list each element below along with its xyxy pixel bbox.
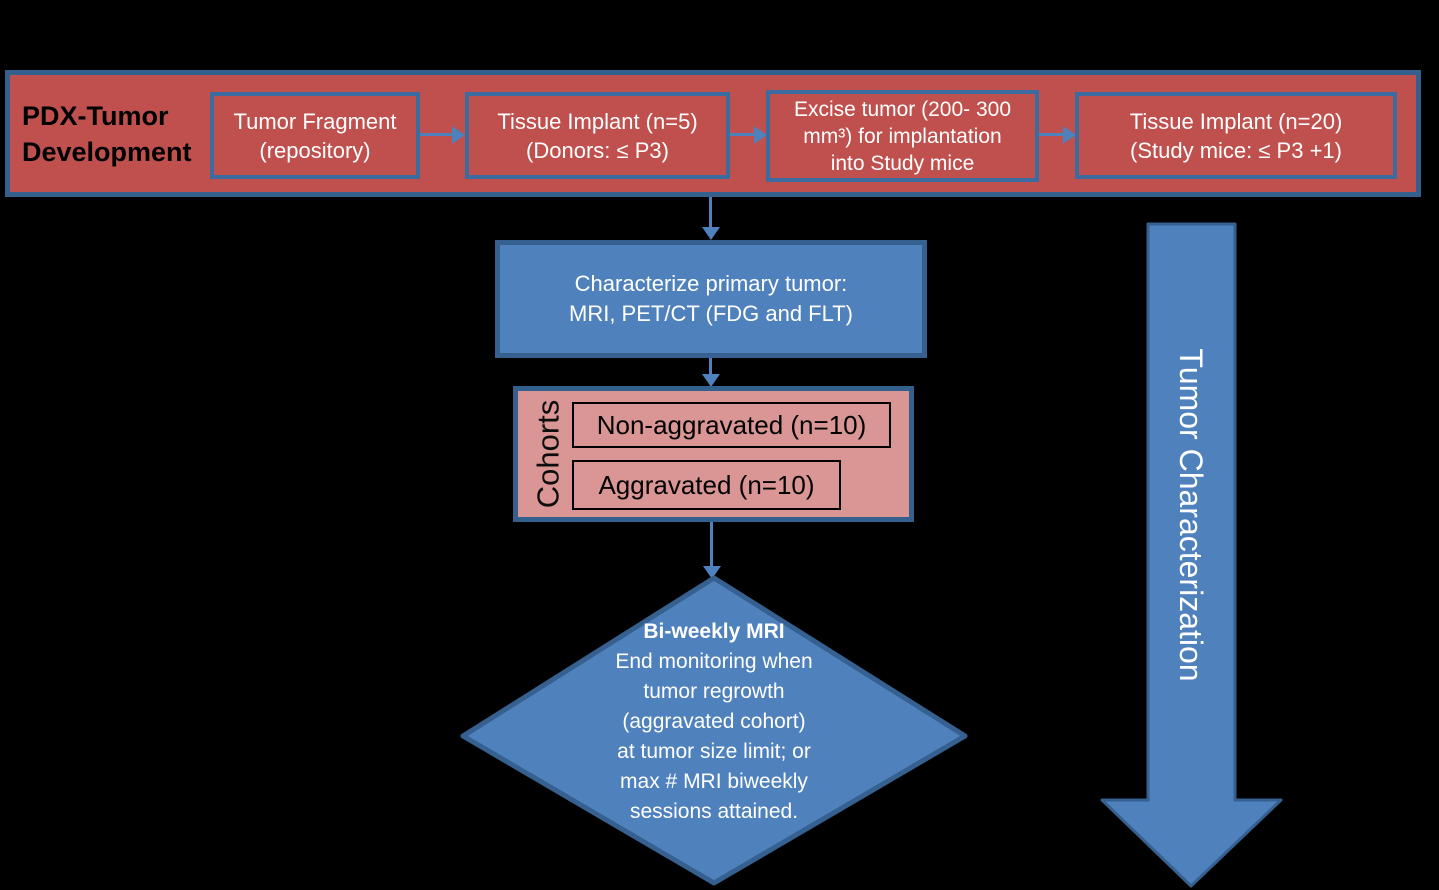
banner-title-line1: PDX-Tumor: [22, 100, 169, 131]
decision-diamond-shape: [460, 575, 968, 886]
connector-line: [710, 522, 713, 566]
diamond-line: tumor regrowth: [643, 680, 785, 703]
flow-box-line: Tissue Implant (n=20): [1129, 108, 1343, 134]
flow-box-line: Excise tumor (200- 300: [793, 97, 1012, 121]
arrowhead-down-icon: [703, 566, 721, 579]
flow-box-line: (repository): [259, 137, 371, 163]
connector-line: [420, 133, 452, 136]
flow-box-line: Tumor Fragment: [233, 108, 397, 134]
tumor-characterization-arrow: [1100, 222, 1283, 888]
flow-box-tissue-implant-donors: Tissue Implant (n=5) (Donors: ≤ P3): [465, 92, 730, 179]
connector-line: [709, 197, 712, 227]
diamond-title: Bi-weekly MRI: [643, 620, 785, 643]
flow-box-line: Tissue Implant (n=5): [497, 108, 698, 134]
cohort-box-aggravated: Aggravated (n=10): [572, 460, 841, 510]
connector-line: [730, 133, 754, 136]
cohort-label: Non-aggravated (n=10): [596, 409, 867, 440]
tumor-characterization-label: Tumor Characterization: [1173, 348, 1210, 682]
flow-box-excise-tumor: Excise tumor (200- 300 mm³) for implanta…: [766, 90, 1039, 182]
diamond-line: End monitoring when: [615, 650, 813, 673]
flow-box-characterize-primary-tumor: Characterize primary tumor: MRI, PET/CT …: [495, 240, 927, 358]
diamond-line: at tumor size limit; or: [617, 740, 811, 763]
diamond-line: sessions attained.: [629, 800, 799, 823]
cohorts-group-box: Cohorts Non-aggravated (n=10) Aggravated…: [513, 386, 914, 522]
arrowhead-down-icon: [702, 374, 720, 387]
diamond-line: (aggravated cohort): [622, 710, 806, 733]
arrowhead-right-icon: [754, 126, 767, 144]
flow-box-tissue-implant-study: Tissue Implant (n=20) (Study mice: ≤ P3 …: [1075, 92, 1397, 179]
banner-title: PDX-Tumor Development: [22, 98, 192, 170]
flow-box-line: (Donors: ≤ P3): [526, 137, 669, 163]
arrowhead-down-icon: [702, 227, 720, 240]
flow-box-line: mm³) for implantation: [803, 124, 1002, 148]
cohorts-label: Cohorts: [530, 399, 566, 509]
cohorts-label-wrap: Cohorts: [518, 391, 578, 517]
cohort-box-non-aggravated: Non-aggravated (n=10): [572, 402, 891, 448]
flow-box-line: MRI, PET/CT (FDG and FLT): [569, 301, 853, 326]
banner-title-line2: Development: [22, 136, 192, 167]
cohort-label: Aggravated (n=10): [598, 469, 815, 500]
flow-box-line: (Study mice: ≤ P3 +1): [1130, 137, 1342, 163]
diamond-line: max # MRI biweekly: [620, 770, 808, 793]
connector-line: [1039, 133, 1063, 136]
arrowhead-right-icon: [452, 126, 465, 144]
flow-box-line: into Study mice: [830, 151, 975, 175]
arrowhead-right-icon: [1063, 126, 1076, 144]
pdx-development-banner: PDX-Tumor Development Tumor Fragment (re…: [5, 70, 1421, 197]
connector-line: [709, 358, 712, 374]
flow-box-tumor-fragment: Tumor Fragment (repository): [210, 92, 420, 179]
flow-box-line: Characterize primary tumor:: [574, 271, 848, 296]
decision-diamond-text: Bi-weekly MRI End monitoring when tumor …: [494, 617, 934, 827]
